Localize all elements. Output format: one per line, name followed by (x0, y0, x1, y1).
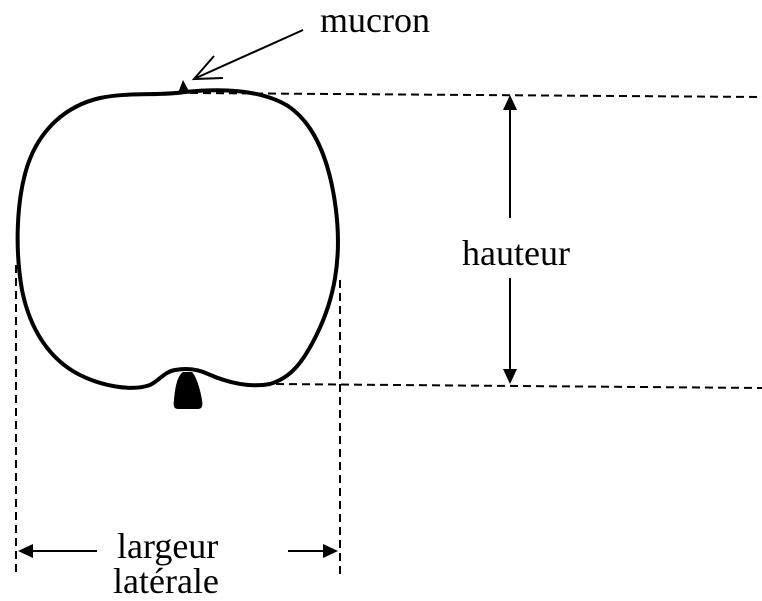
height-arrowhead-bottom (503, 369, 517, 384)
width-arrowhead-left (18, 544, 33, 558)
mucron-label: mucron (320, 0, 430, 40)
mucron-pointer-line (195, 29, 304, 79)
hauteur-label: hauteur (462, 233, 570, 273)
mucron-tip (178, 80, 190, 93)
width-arrowhead-right (323, 544, 338, 558)
height-arrowhead-top (503, 95, 517, 110)
largeur-label-line2: latérale (113, 561, 219, 601)
mucron-pointer-arrowhead (191, 55, 224, 81)
stalk (173, 372, 203, 409)
top-guide-line (189, 92, 762, 98)
largeur-label-line1: largeur (117, 526, 218, 566)
bottom-guide-line (275, 383, 762, 389)
fruit-outline (15, 88, 340, 390)
